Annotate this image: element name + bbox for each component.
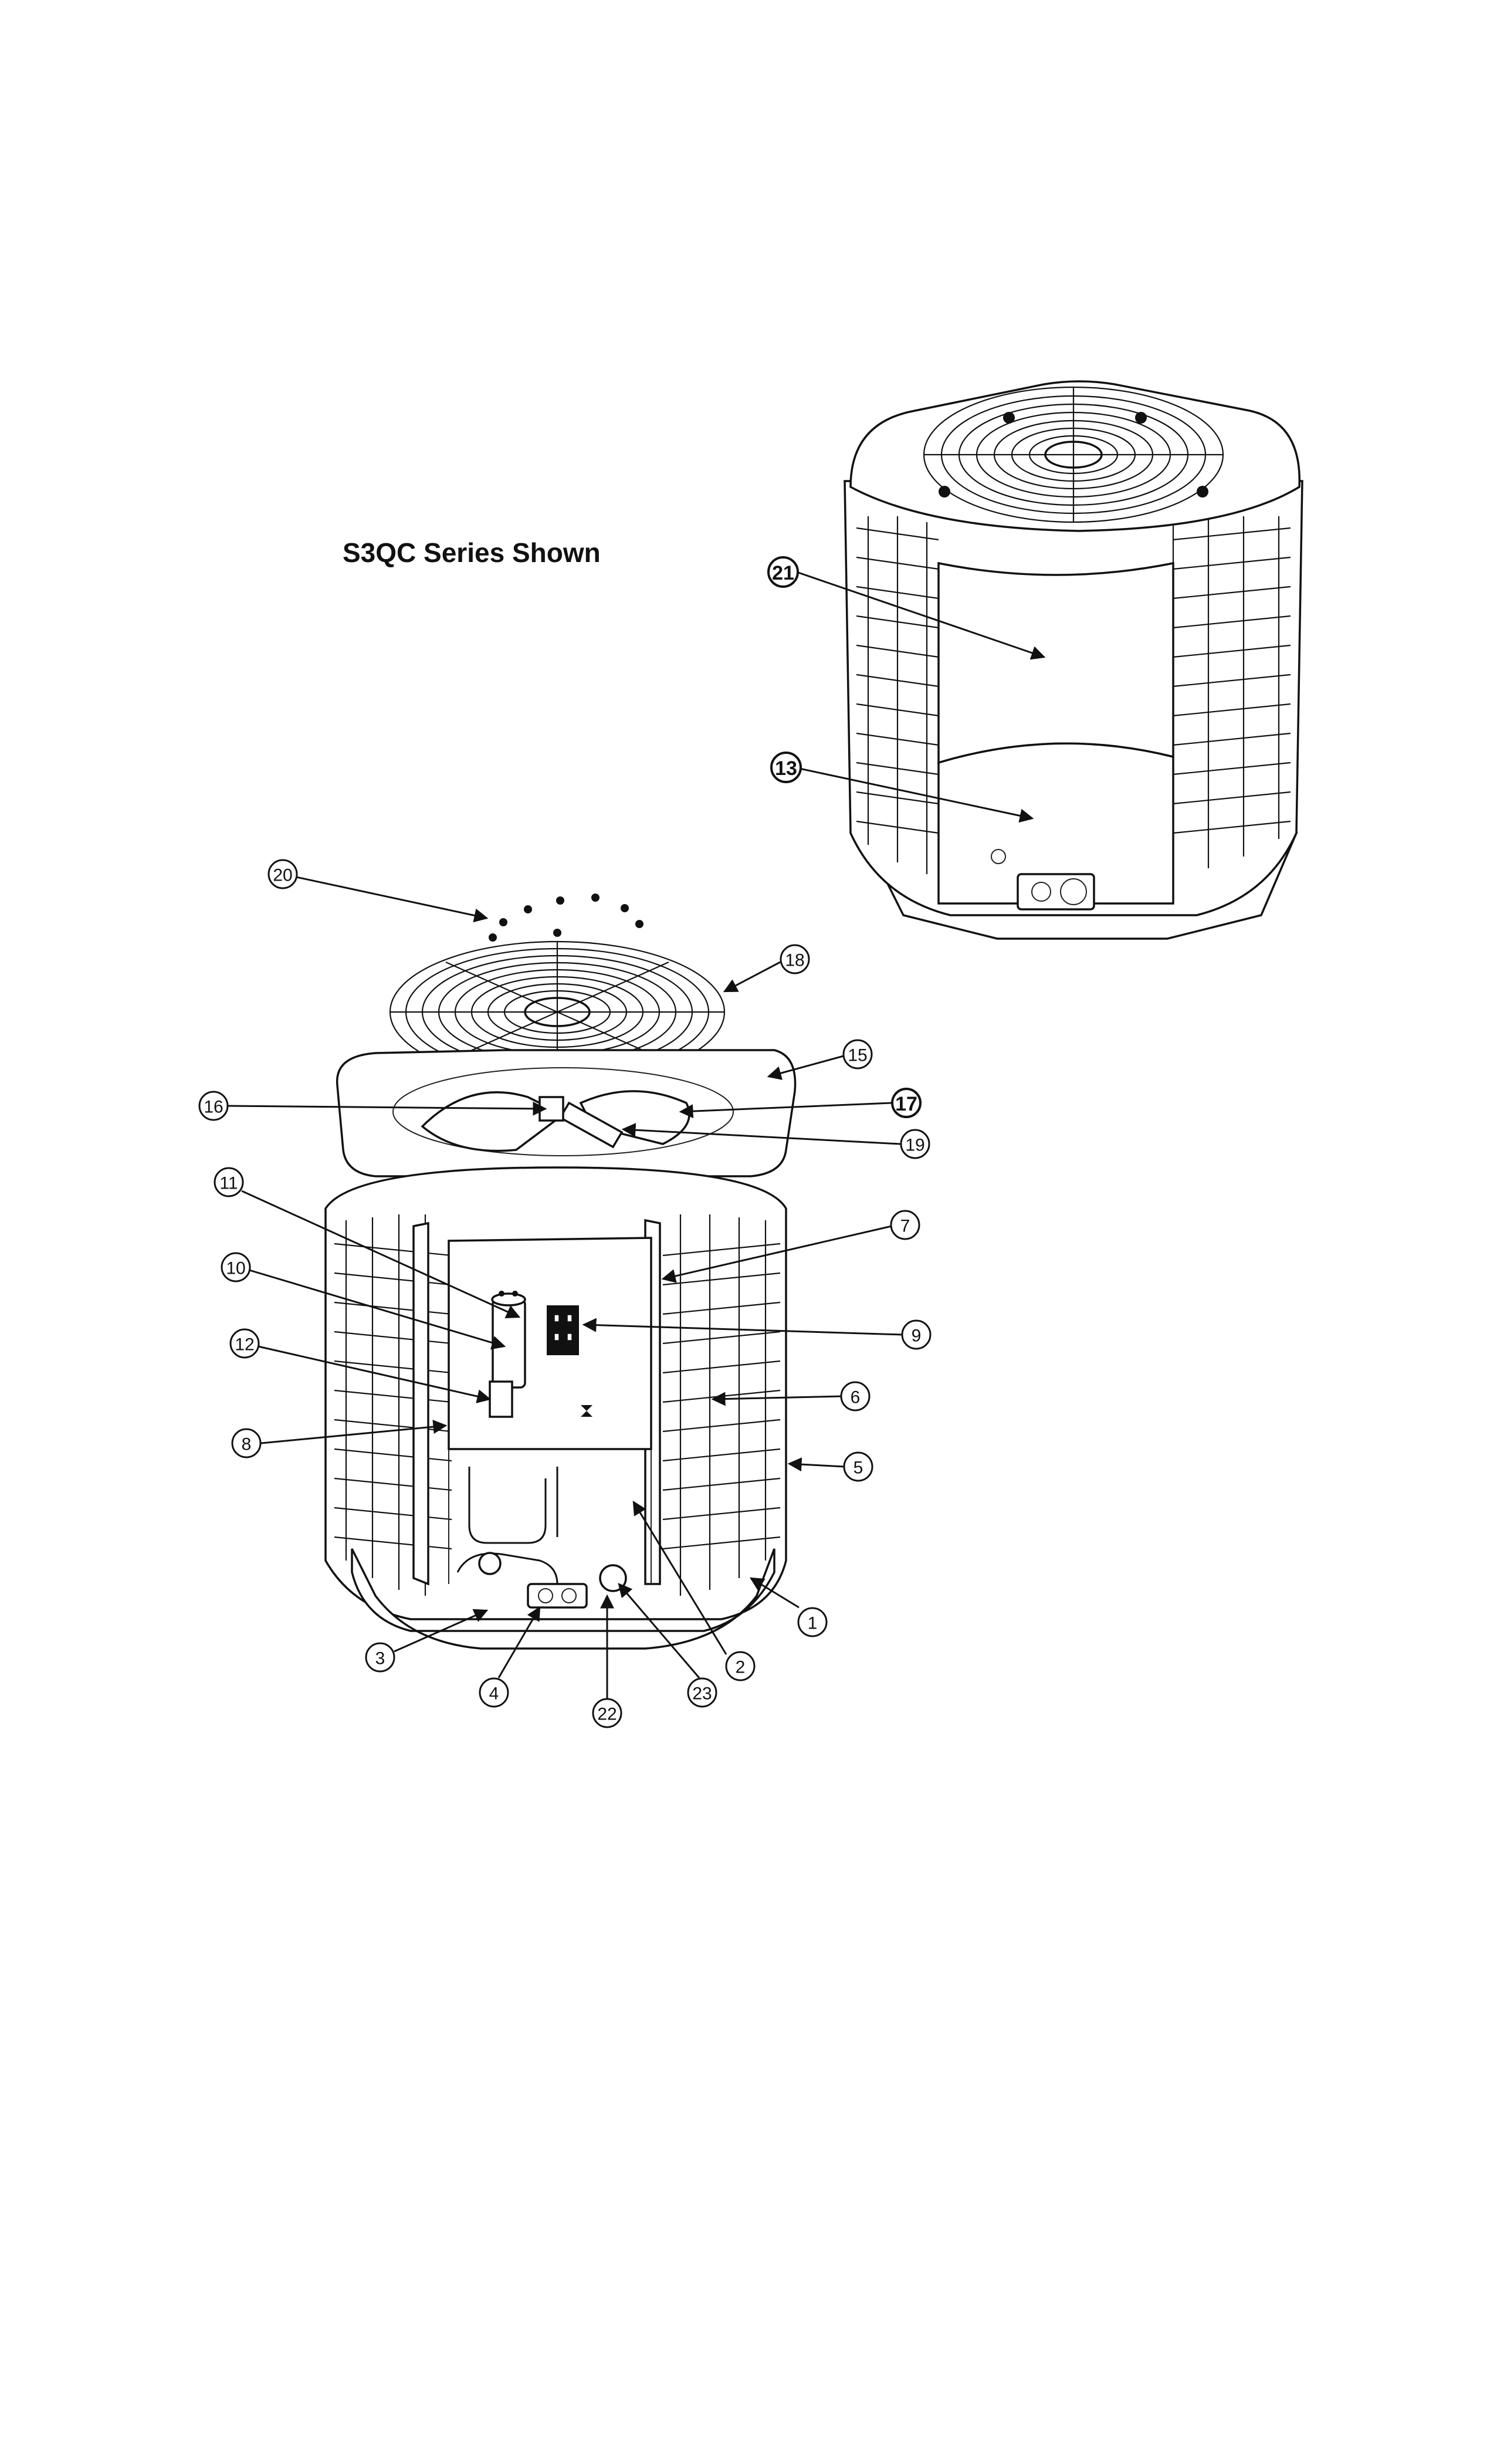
callout-16: 16 bbox=[198, 1091, 229, 1121]
svg-text:2: 2 bbox=[736, 1658, 746, 1677]
callout-20: 20 bbox=[267, 859, 298, 889]
service-valve-large bbox=[1060, 878, 1087, 905]
capacitor-top bbox=[491, 1292, 526, 1307]
callout-8: 8 bbox=[231, 1428, 262, 1458]
leader-15 bbox=[767, 1055, 844, 1080]
ground-lug bbox=[581, 1405, 592, 1417]
leader-19 bbox=[621, 1123, 901, 1145]
callout-4: 4 bbox=[479, 1677, 509, 1708]
callout-15: 15 bbox=[842, 1039, 873, 1069]
exploded-unit bbox=[324, 893, 797, 1650]
leader-9 bbox=[582, 1318, 903, 1336]
leader-2 bbox=[632, 1500, 727, 1655]
contactor bbox=[547, 1305, 579, 1355]
leader-8 bbox=[260, 1420, 448, 1444]
callout-23: 23 bbox=[687, 1677, 717, 1708]
liquid-valve bbox=[478, 1552, 502, 1575]
screws bbox=[489, 893, 643, 942]
leader-11 bbox=[241, 1190, 521, 1318]
callout-11: 11 bbox=[214, 1167, 244, 1197]
callout-19: 19 bbox=[900, 1129, 930, 1159]
corner-post-left bbox=[412, 1221, 429, 1586]
leader-18 bbox=[723, 961, 781, 993]
callout-13: 13 bbox=[770, 752, 802, 783]
leader-17 bbox=[679, 1102, 892, 1119]
fan-opening bbox=[392, 1067, 734, 1156]
svg-text:17: 17 bbox=[895, 1093, 917, 1115]
svg-text:11: 11 bbox=[219, 1174, 238, 1193]
svg-text:23: 23 bbox=[692, 1684, 712, 1704]
leader-6 bbox=[711, 1392, 842, 1406]
svg-text:22: 22 bbox=[597, 1705, 617, 1724]
assembled-left-grille bbox=[856, 516, 939, 874]
svg-text:5: 5 bbox=[854, 1458, 863, 1478]
svg-text:21: 21 bbox=[772, 562, 794, 584]
callout-10: 10 bbox=[221, 1252, 251, 1282]
leader-16 bbox=[227, 1101, 547, 1116]
callout-21: 21 bbox=[767, 556, 799, 588]
leader-lines bbox=[227, 571, 1046, 1698]
leader-21 bbox=[796, 571, 1046, 660]
compartment-edges bbox=[448, 1449, 652, 1584]
left-coil-grille bbox=[334, 1214, 452, 1596]
service-valve-plate bbox=[1017, 873, 1095, 911]
svg-text:6: 6 bbox=[851, 1388, 861, 1407]
callout-6: 6 bbox=[840, 1381, 871, 1412]
assembled-unit bbox=[844, 380, 1303, 940]
service-valve-small bbox=[1031, 882, 1051, 902]
callout-5: 5 bbox=[843, 1451, 873, 1482]
svg-text:8: 8 bbox=[242, 1435, 252, 1454]
leader-23 bbox=[618, 1583, 700, 1678]
leader-5 bbox=[787, 1457, 845, 1472]
svg-text:1: 1 bbox=[808, 1614, 818, 1633]
valve-plate bbox=[527, 1583, 588, 1609]
svg-text:4: 4 bbox=[489, 1684, 499, 1704]
leader-12 bbox=[258, 1345, 492, 1403]
access-hole bbox=[991, 849, 1006, 864]
tubing-left bbox=[468, 1467, 547, 1544]
svg-text:3: 3 bbox=[375, 1649, 385, 1668]
svg-text:10: 10 bbox=[226, 1259, 245, 1278]
callout-3: 3 bbox=[365, 1642, 395, 1673]
leader-7 bbox=[661, 1225, 892, 1283]
assembled-fan-guard bbox=[923, 386, 1224, 523]
leader-1 bbox=[749, 1577, 800, 1609]
diagram-title: S3QC Series Shown bbox=[343, 537, 601, 568]
callout-7: 7 bbox=[890, 1210, 920, 1240]
leader-10 bbox=[249, 1269, 506, 1350]
callout-9: 9 bbox=[901, 1319, 932, 1350]
callout-12: 12 bbox=[229, 1328, 260, 1359]
front-panel-upper bbox=[937, 561, 1174, 764]
capacitor-bracket bbox=[489, 1380, 513, 1418]
callout-2: 2 bbox=[725, 1651, 756, 1681]
leader-3 bbox=[394, 1609, 489, 1653]
callout-1: 1 bbox=[797, 1607, 828, 1637]
svg-text:18: 18 bbox=[785, 951, 804, 970]
callouts: 21 13 20 18 15 16 17 19 bbox=[198, 556, 932, 1728]
svg-text:16: 16 bbox=[204, 1098, 223, 1117]
svg-text:13: 13 bbox=[775, 757, 797, 780]
callout-18: 18 bbox=[780, 944, 810, 974]
svg-text:9: 9 bbox=[912, 1326, 922, 1346]
svg-text:20: 20 bbox=[273, 866, 292, 885]
leader-20 bbox=[296, 876, 489, 923]
base-pan bbox=[351, 1548, 775, 1650]
svg-text:12: 12 bbox=[235, 1335, 254, 1355]
svg-text:7: 7 bbox=[900, 1217, 910, 1236]
callout-17: 17 bbox=[891, 1088, 922, 1118]
svg-text:19: 19 bbox=[905, 1136, 924, 1155]
leader-13 bbox=[799, 767, 1034, 823]
svg-text:15: 15 bbox=[848, 1046, 867, 1065]
leader-4 bbox=[497, 1606, 541, 1678]
tubing-base bbox=[456, 1552, 558, 1585]
callout-22: 22 bbox=[592, 1698, 622, 1728]
